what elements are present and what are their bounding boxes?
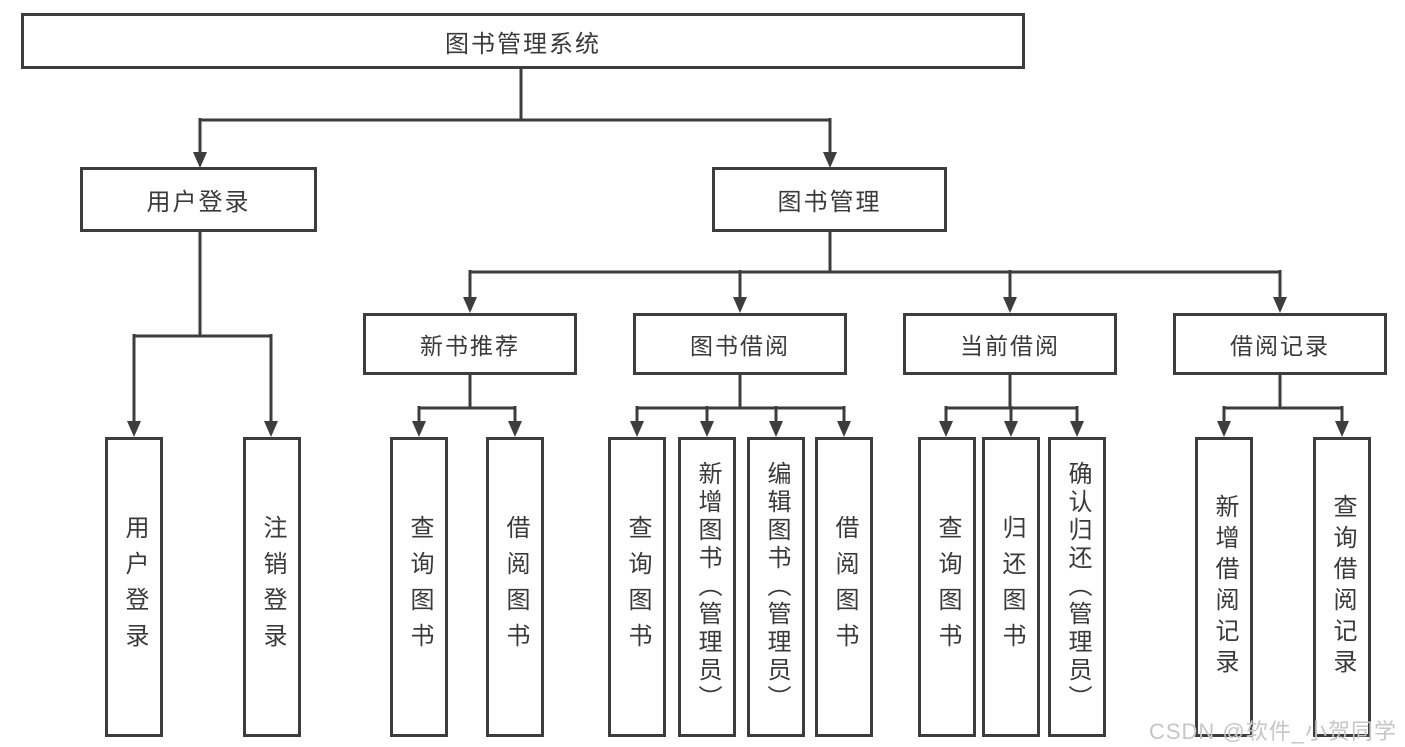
node-label: 图书管理系统 <box>445 30 601 58</box>
node-borrowing-records: 借阅记录 <box>1173 313 1387 375</box>
node-label: 注销登录 <box>259 515 286 659</box>
node-query-borrow-record: 查询借阅记录 <box>1313 437 1371 737</box>
node-edit-books-admin: 编辑图书（管理员） <box>747 437 805 737</box>
node-label: 归还图书 <box>998 515 1025 659</box>
node-label: 借阅图书 <box>831 515 858 659</box>
node-add-borrow-record: 新增借阅记录 <box>1195 437 1253 737</box>
arrowhead-icons <box>127 152 1349 437</box>
node-label: 编辑图书（管理员） <box>763 461 790 713</box>
node-user-login-leaf: 用户登录 <box>105 437 163 737</box>
connector-paths <box>132 66 1344 433</box>
node-return-books: 归还图书 <box>982 437 1040 737</box>
node-user-login: 用户登录 <box>80 167 317 232</box>
node-book-management: 图书管理 <box>712 167 947 232</box>
node-label: 借阅图书 <box>502 515 529 659</box>
node-query-books-recommend: 查询图书 <box>390 437 448 737</box>
node-label: 查询图书 <box>406 515 433 659</box>
node-new-book-recommendation: 新书推荐 <box>363 313 577 375</box>
csdn-watermark: CSDN @软件_小贺同学 <box>1148 719 1397 744</box>
node-query-books-borrowing: 查询图书 <box>608 437 666 737</box>
node-label: 图书管理 <box>777 189 882 216</box>
node-label: 查询借阅记录 <box>1329 494 1356 680</box>
node-label: 当前借阅 <box>960 333 1060 359</box>
node-add-books-admin: 新增图书（管理员） <box>678 437 736 737</box>
node-confirm-return-admin: 确认归还（管理员） <box>1048 437 1106 737</box>
node-label: 新书推荐 <box>420 333 520 359</box>
node-query-books-current: 查询图书 <box>918 437 976 737</box>
node-borrow-books-recommend: 借阅图书 <box>486 437 544 737</box>
node-label: 确认归还（管理员） <box>1064 461 1091 713</box>
node-book-borrowing: 图书借阅 <box>633 313 847 375</box>
node-library-management-system: 图书管理系统 <box>21 13 1025 69</box>
node-current-borrowing: 当前借阅 <box>903 313 1117 375</box>
node-label: 用户登录 <box>121 515 148 659</box>
node-label: 新增图书（管理员） <box>694 461 721 713</box>
node-label: 查询图书 <box>624 515 651 659</box>
node-label: 用户登录 <box>146 189 251 216</box>
node-label: 图书借阅 <box>690 333 790 359</box>
node-logout: 注销登录 <box>243 437 301 737</box>
node-label: 查询图书 <box>934 515 961 659</box>
node-label: 借阅记录 <box>1230 333 1330 359</box>
node-label: 新增借阅记录 <box>1211 494 1238 680</box>
node-borrow-books-borrowing: 借阅图书 <box>815 437 873 737</box>
